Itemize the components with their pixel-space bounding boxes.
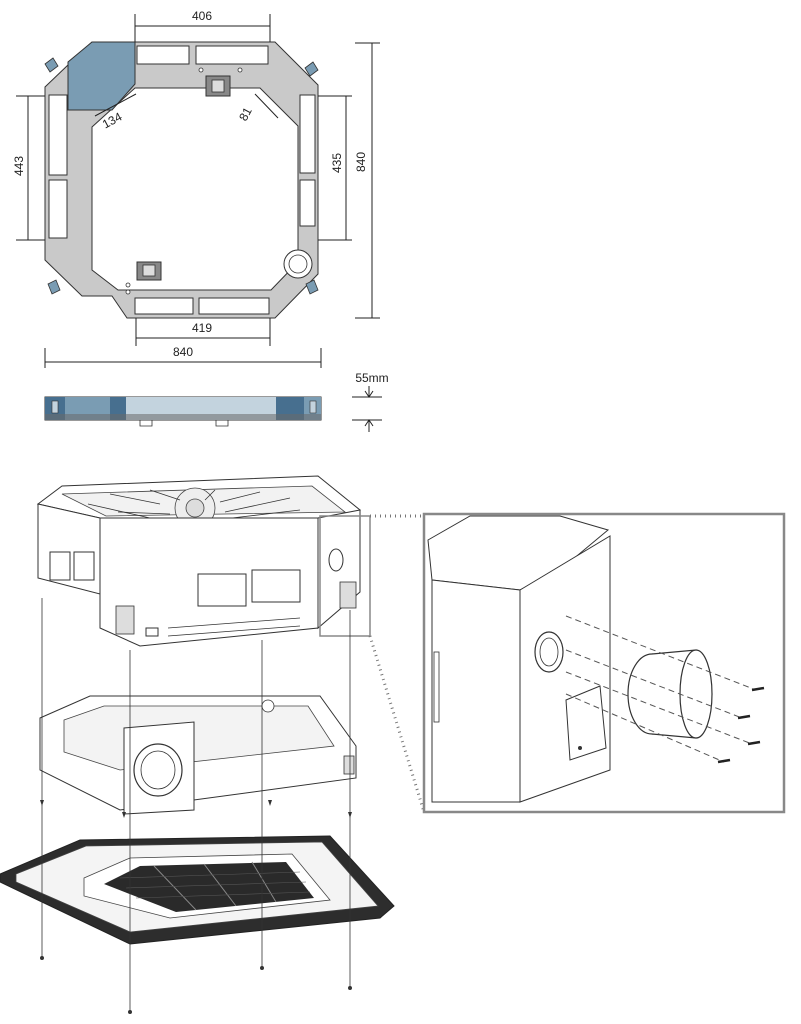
tab-bottom-left (47, 279, 61, 295)
dim-overall-height: 840 (354, 152, 368, 172)
zoom-duct-flange (627, 649, 713, 739)
zoom-connector-bottom (368, 635, 426, 813)
panel-grille (104, 861, 314, 912)
slot-right-bottom (299, 179, 316, 227)
left-panel-1 (49, 551, 71, 581)
front-panel-2 (251, 569, 301, 603)
hanger-bracket-front (115, 605, 135, 635)
zoom-unit-front (431, 579, 521, 803)
slot-left-top (48, 94, 68, 176)
top-view: 406 443 435 840 419 840 134 81 (12, 9, 380, 368)
frame-opening (91, 87, 299, 291)
hanger-bracket-right (339, 581, 357, 609)
dim-right-height: 435 (330, 153, 344, 173)
dim-line-134 (94, 93, 137, 117)
tab-top-right (304, 61, 319, 77)
side-duct-hole-small (328, 548, 344, 572)
tab-bottom-right (305, 279, 319, 295)
side-base-strip (45, 414, 321, 420)
thickness-label: 55mm (355, 371, 388, 385)
zoom-detail (422, 512, 786, 814)
zoom-hanger-bracket (565, 685, 607, 761)
slot-left-bottom (48, 179, 68, 239)
front-panel-1 (197, 573, 247, 607)
zoom-dash-lines (565, 615, 757, 763)
hanger-rods (40, 598, 352, 1014)
dim-bottom-width: 419 (192, 321, 212, 335)
dim-line-81 (254, 93, 279, 119)
decorative-panel (0, 835, 395, 945)
zoom-highlight-box (319, 515, 371, 637)
dim-top-width: 406 (192, 9, 212, 23)
bracket-top (198, 67, 243, 97)
zoom-duct-pipe-end (679, 649, 713, 739)
slot-bottom-right (198, 297, 270, 315)
zoom-screws (717, 686, 765, 764)
dim-left-height: 443 (12, 156, 26, 176)
slot-top-left (136, 45, 190, 65)
bracket-bottom (125, 261, 162, 295)
exploded-view (0, 475, 786, 1014)
slot-top-right (195, 45, 269, 65)
side-clip-right (309, 400, 317, 414)
mounting-frame (39, 695, 357, 815)
tab-top-left (44, 57, 59, 73)
side-foot-left (139, 420, 153, 427)
side-view: 55mm (44, 371, 389, 432)
drain-hole-inner (288, 254, 308, 274)
indoor-unit (36, 475, 371, 647)
slot-bottom-left (134, 297, 194, 315)
dim-overall-width: 840 (173, 345, 193, 359)
side-clip-left (51, 400, 59, 414)
slot-right-top (299, 94, 316, 174)
dim-small-diag: 81 (236, 105, 255, 124)
side-foot-right (215, 420, 229, 427)
